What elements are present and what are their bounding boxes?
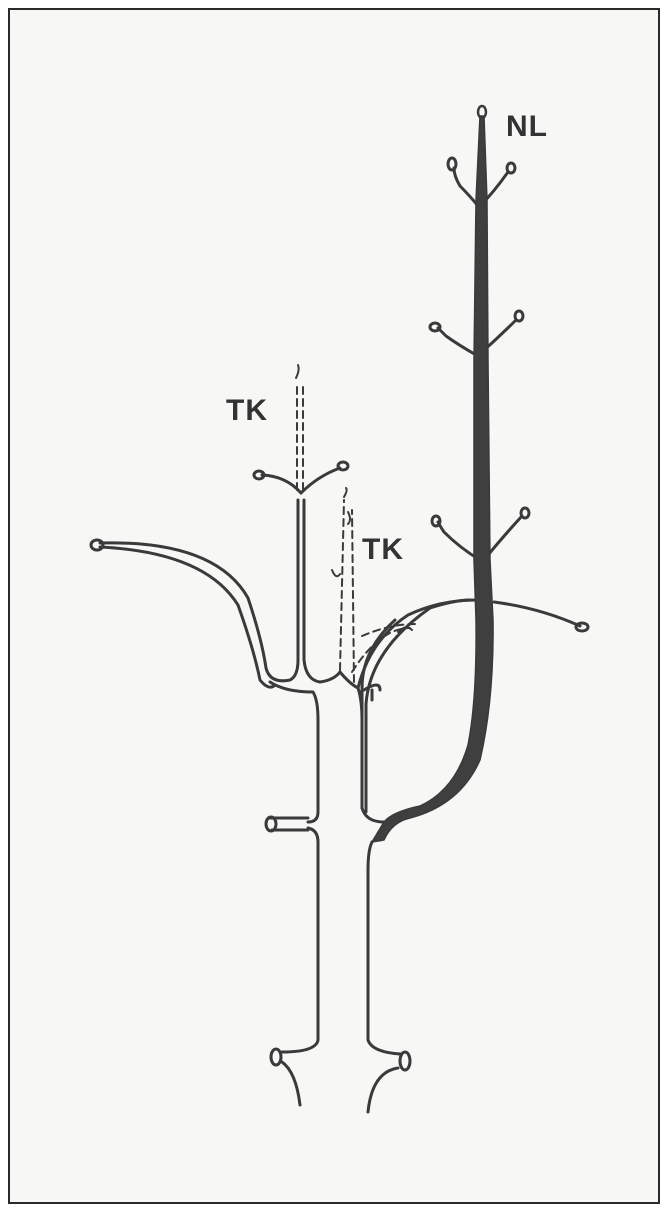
leader-label: NL: [506, 112, 548, 142]
scaffold-branch-left: [91, 500, 358, 688]
topped-shoot-label-upper: TK: [226, 396, 268, 426]
topped-shoot-label-lower: TK: [362, 535, 404, 565]
branch-stub-left-upper: [266, 817, 308, 831]
central-leader: [372, 106, 493, 842]
trunk: [270, 682, 400, 1112]
upright-shoot: [254, 462, 348, 493]
branch-stub-left-lower: [271, 1049, 281, 1065]
topped-shoot-upper: [296, 365, 303, 490]
branch-stub-right-lower: [400, 1052, 410, 1070]
